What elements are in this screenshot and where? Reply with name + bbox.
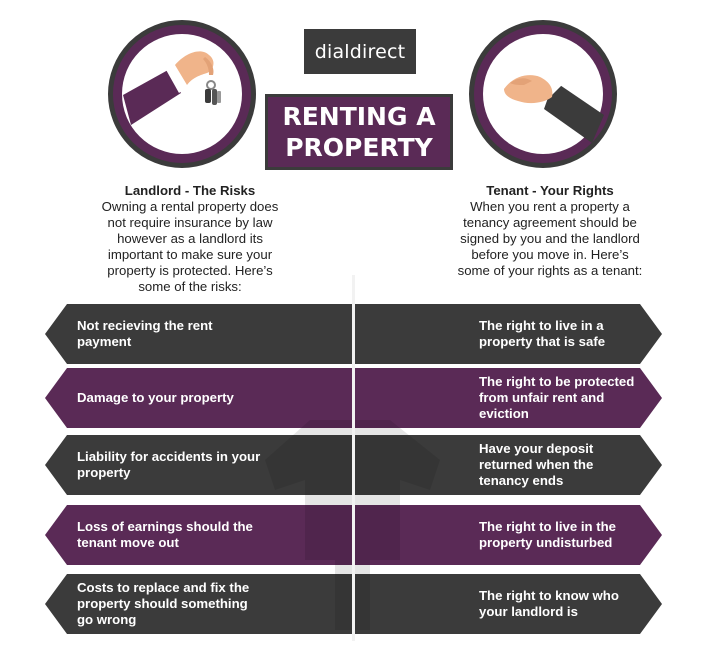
- landlord-risk-2: Damage to your property: [45, 368, 352, 428]
- tenant-intro: When you rent a property a tenancy agree…: [457, 199, 643, 278]
- open-hand-receiving-icon: [483, 34, 604, 154]
- tenant-right-text: The right to be protected from unfair re…: [479, 374, 635, 421]
- center-divider: [352, 275, 355, 641]
- landlord-intro-block: Landlord - The Risks Owning a rental pro…: [100, 183, 280, 295]
- tenant-right-text: The right to live in a property that is …: [479, 318, 606, 349]
- tenant-right-text: The right to live in the property undist…: [479, 519, 617, 550]
- tenant-right-3: Have your deposit returned when the tena…: [355, 435, 662, 495]
- tenant-right-1: The right to live in a property that is …: [355, 304, 662, 364]
- landlord-risk-text: Loss of earnings should the tenant move …: [77, 519, 253, 550]
- title-line-1: RENTING A: [282, 102, 436, 131]
- landlord-risk-5: Costs to replace and fix the property sh…: [45, 574, 352, 634]
- landlord-risk-text: Costs to replace and fix the property sh…: [77, 580, 250, 627]
- title-line-2: PROPERTY: [285, 133, 433, 162]
- tenant-intro-block: Tenant - Your Rights When you rent a pro…: [455, 183, 645, 279]
- dialdirect-logo: dialdirect: [304, 29, 416, 74]
- landlord-risk-text: Not recieving the rent payment: [77, 318, 213, 349]
- landlord-risk-4: Loss of earnings should the tenant move …: [45, 505, 352, 565]
- tenant-heading: Tenant - Your Rights: [486, 183, 614, 198]
- landlord-risk-3: Liability for accidents in your property: [45, 435, 352, 495]
- tenant-avatar: [469, 20, 617, 168]
- landlord-intro: Owning a rental property does not requir…: [101, 199, 279, 294]
- tenant-right-text: The right to know who your landlord is: [479, 588, 619, 619]
- landlord-risk-text: Damage to your property: [77, 390, 234, 405]
- tenant-right-4: The right to live in the property undist…: [355, 505, 662, 565]
- tenant-right-text: Have your deposit returned when the tena…: [479, 441, 594, 488]
- landlord-risk-1: Not recieving the rent payment: [45, 304, 352, 364]
- logo-text: dialdirect: [314, 40, 406, 63]
- hand-holding-keys-icon: [122, 34, 242, 154]
- landlord-avatar: [108, 20, 256, 168]
- tenant-right-2: The right to be protected from unfair re…: [355, 368, 662, 428]
- tenant-right-5: The right to know who your landlord is: [355, 574, 662, 634]
- landlord-risk-text: Liability for accidents in your property: [77, 449, 261, 480]
- page-title: RENTING A PROPERTY: [265, 94, 453, 170]
- landlord-heading: Landlord - The Risks: [124, 183, 256, 198]
